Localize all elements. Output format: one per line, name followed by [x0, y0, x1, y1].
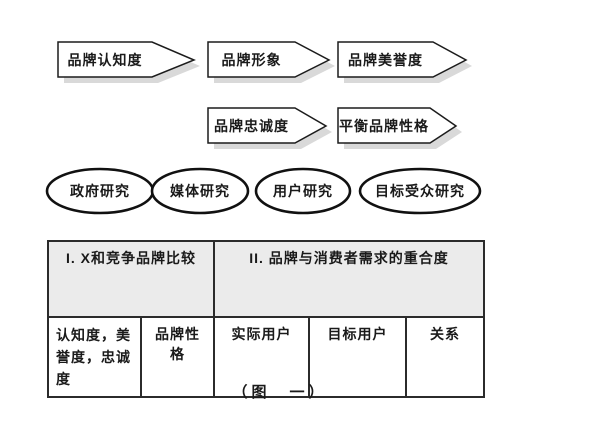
ellipse-icon [358, 167, 482, 215]
ellipse-user-research: 用户研究 [253, 167, 353, 215]
ellipse-icon [254, 167, 352, 215]
arrow-pentagon-icon [207, 41, 335, 83]
table-cell-relationship: 关系 [405, 316, 486, 398]
table-header-cell-2: II. 品牌与消费者需求的重合度 [213, 240, 486, 318]
flow-shape-brand-reputation: 品牌美誉度 [337, 41, 475, 87]
ellipse-government-research: 政府研究 [44, 167, 156, 215]
flow-shape-brand-loyalty: 品牌忠诚度 [207, 107, 335, 153]
flow-shape-label: 平衡品牌性格 [339, 117, 429, 134]
table-cell-target-users: 目标用户 [308, 316, 408, 398]
table-header-row: I. X和竞争品牌比较 II. 品牌与消费者需求的重合度 [46, 240, 486, 318]
arrow-pentagon-icon [207, 107, 332, 149]
flow-shape-label: 品牌认知度 [67, 51, 143, 68]
ellipse-label: 媒体研究 [170, 183, 230, 199]
figure-caption: （图 一） [232, 384, 328, 401]
table-header-cell-1: I. X和竞争品牌比较 [46, 240, 216, 318]
ellipse-icon [150, 167, 250, 215]
ellipse-label: 用户研究 [273, 183, 333, 199]
ellipse-label: 政府研究 [70, 183, 130, 199]
arrow-pentagon-icon [337, 107, 462, 149]
flow-shape-balanced-brand-character: 平衡品牌性格 [337, 107, 465, 153]
flow-shape-brand-awareness: 品牌认知度 [57, 41, 203, 87]
flow-shape-brand-image: 品牌形象 [207, 41, 338, 87]
ellipse-label: 目标受众研究 [375, 183, 465, 199]
ellipse-media-research: 媒体研究 [149, 167, 251, 215]
flow-shape-label: 品牌美誉度 [348, 51, 423, 68]
table-cell-brand-character: 品牌性格 [139, 316, 216, 398]
table-body-row: 认知度，美誉度，忠诚度 品牌性格 实际用户 目标用户 关系 [47, 316, 486, 398]
arrow-pentagon-icon [57, 41, 200, 83]
flow-shape-label: 品牌忠诚度 [214, 117, 289, 134]
arrow-pentagon-icon [337, 41, 472, 83]
flow-shape-label: 品牌形象 [221, 51, 282, 68]
comparison-table: I. X和竞争品牌比较 II. 品牌与消费者需求的重合度 认知度，美誉度，忠诚度… [46, 240, 486, 398]
table-cell-metrics: 认知度，美誉度，忠诚度 [47, 316, 142, 398]
table-cell-actual-users: 实际用户 [213, 316, 311, 398]
ellipse-target-audience-research: 目标受众研究 [357, 167, 483, 215]
